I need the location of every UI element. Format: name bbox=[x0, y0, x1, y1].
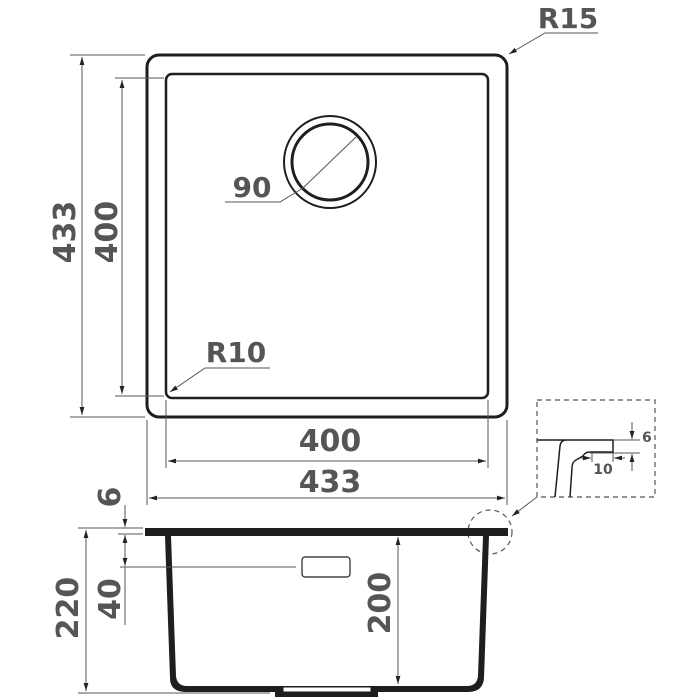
dim-outer-radius: R15 bbox=[538, 2, 599, 35]
dim-bowl-depth: 200 bbox=[363, 572, 398, 635]
bowl-inner-outline bbox=[164, 72, 490, 400]
dim-overall-height: 433 bbox=[48, 201, 83, 264]
drain-inner-circle bbox=[290, 122, 370, 202]
dim-bowl-width: 400 bbox=[299, 424, 362, 459]
top-view: 433 400 400 433 R15 90 R10 bbox=[48, 2, 598, 505]
detail-rim-thickness: 6 bbox=[642, 430, 652, 446]
dim-overflow-depth: 40 bbox=[93, 578, 128, 620]
detail-rim-overhang: 10 bbox=[593, 462, 613, 478]
rim-detail: 6 10 bbox=[467, 399, 656, 555]
drain-outer-circle bbox=[283, 115, 377, 209]
dim-drain-diameter: 90 bbox=[233, 171, 272, 204]
dim-bowl-height: 400 bbox=[90, 201, 125, 264]
overflow-outline bbox=[301, 556, 351, 578]
dim-side-rim-thickness: 6 bbox=[93, 487, 128, 508]
sink-outer-outline bbox=[145, 53, 509, 419]
dim-overall-width: 433 bbox=[299, 465, 362, 500]
sink-section bbox=[145, 528, 508, 697]
dim-total-depth: 220 bbox=[51, 577, 86, 640]
dim-inner-radius: R10 bbox=[206, 336, 267, 369]
side-view: 220 6 40 200 bbox=[51, 487, 508, 697]
